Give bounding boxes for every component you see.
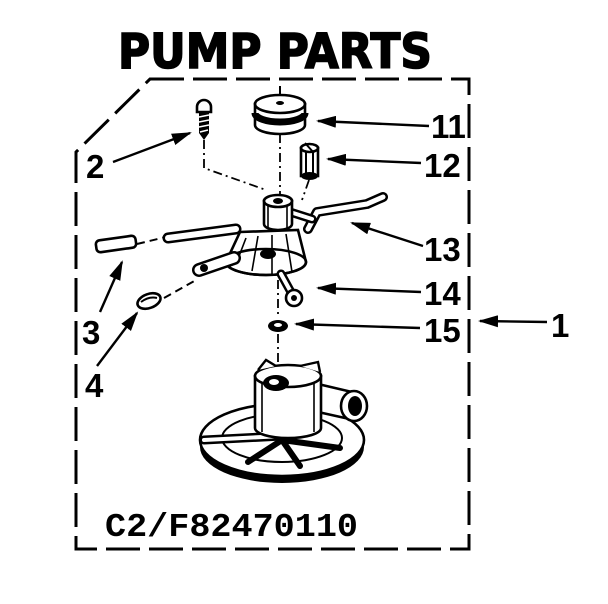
leader-arrow-3	[98, 260, 124, 313]
diagram-code: C2/F82470110	[105, 509, 358, 546]
callout-14: 14	[424, 275, 461, 312]
washer-part	[268, 320, 288, 332]
clip-part	[136, 291, 162, 311]
leader-arrow-1	[478, 315, 548, 328]
clip-assembly-line	[163, 279, 197, 299]
leader-arrow-13	[350, 221, 424, 248]
diagram-title: PUMP PARTS	[118, 24, 432, 80]
callout-4: 4	[85, 367, 104, 404]
lever-part	[303, 192, 388, 234]
screw-assembly-line	[203, 140, 267, 191]
callout-3: 3	[82, 314, 100, 351]
bushing-part	[299, 142, 320, 180]
callout-12: 12	[424, 147, 461, 184]
leader-arrow-15	[294, 318, 421, 331]
bushing-assembly-line	[301, 179, 310, 201]
pump-base-part	[198, 358, 369, 483]
leader-arrow-2	[112, 131, 192, 164]
screw-part	[195, 98, 213, 140]
cap-part	[251, 86, 309, 136]
callout-1: 1	[551, 307, 569, 344]
leader-arrow-11	[316, 115, 430, 128]
assembly-frame	[74, 77, 471, 551]
leader-arrow-12	[326, 153, 422, 166]
callout-2: 2	[86, 148, 104, 185]
bar-part	[94, 234, 138, 254]
bar-assembly-line	[136, 236, 167, 245]
pump-housing-part	[162, 193, 317, 277]
leader-arrow-14	[316, 282, 422, 295]
leader-arrow-4	[96, 311, 139, 367]
callout-11: 11	[431, 108, 466, 145]
callout-13: 13	[424, 231, 461, 268]
link-part	[276, 269, 304, 308]
callout-15: 15	[424, 312, 461, 349]
